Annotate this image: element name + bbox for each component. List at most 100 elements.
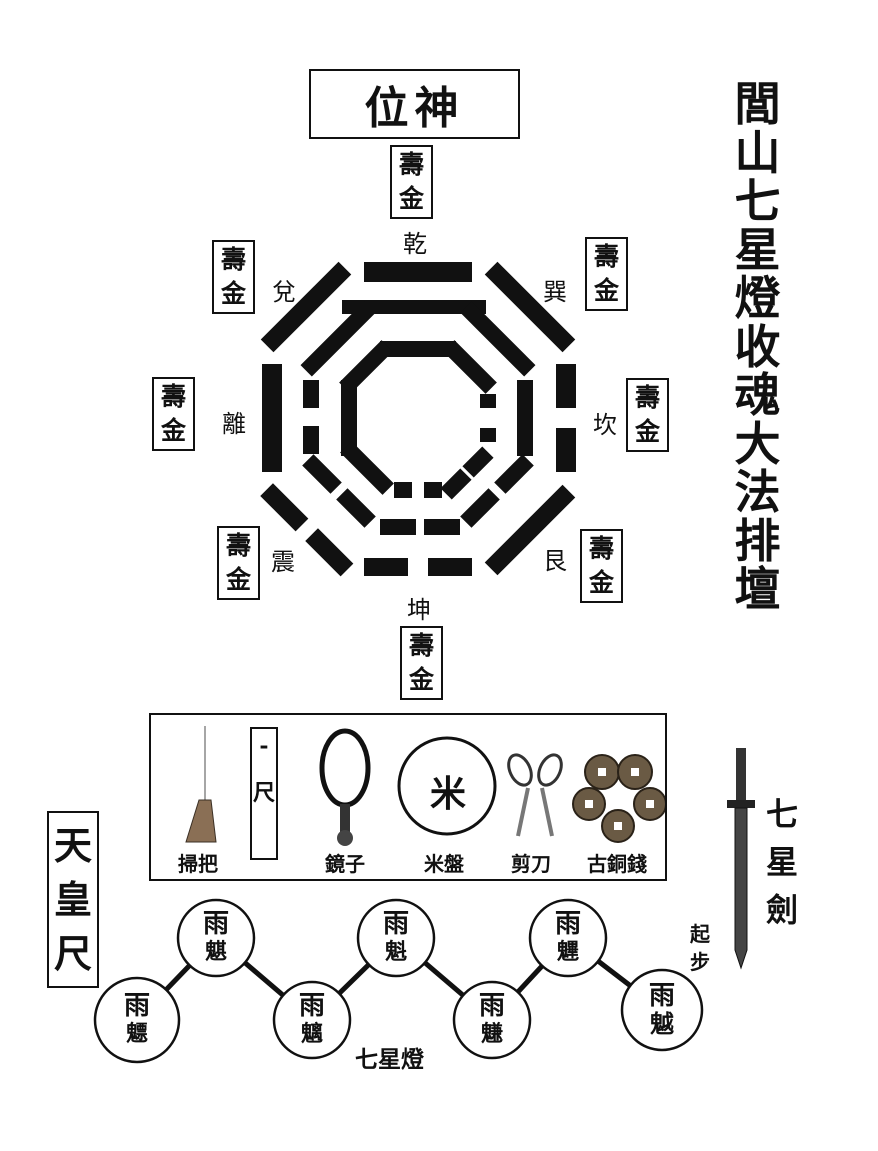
tag-char: 壽 xyxy=(634,383,660,412)
trigram-bar xyxy=(260,261,352,353)
shoujin-tag-bottom: 壽金 xyxy=(400,626,443,700)
seven-star-lamp-label: 七星燈 xyxy=(355,1046,424,1073)
trigram-bar xyxy=(428,558,472,576)
ritual-tools-box xyxy=(149,713,667,881)
lamp-top-char: 雨 xyxy=(298,991,325,1021)
shoujin-tag-zhen: 壽金 xyxy=(217,526,260,600)
trigram-label-dui: 兌 xyxy=(272,278,296,306)
title-text: 位神 xyxy=(364,83,465,134)
vertical-title-char: 七 xyxy=(734,174,781,228)
tag-char: 金 xyxy=(160,416,186,445)
trigram-bar xyxy=(424,482,442,498)
lamp-3: 雨 魑 xyxy=(292,992,332,1048)
lamp-ghost-char: 魒 xyxy=(125,1021,148,1047)
lamp-ghost-char: 魁 xyxy=(384,939,407,965)
tag-char: 金 xyxy=(225,565,251,594)
lamp-top-char: 雨 xyxy=(123,991,150,1021)
start-char: 起 xyxy=(690,922,710,946)
start-char: 步 xyxy=(690,950,710,974)
tianhuang-char: 尺 xyxy=(53,931,92,976)
scissors-icon xyxy=(507,753,563,837)
tag-char: 金 xyxy=(408,665,434,694)
lamp-ghost-char: 魑 xyxy=(300,1021,323,1047)
lamp-7: 雨 魆 xyxy=(642,982,682,1038)
trigram-label-xun: 巽 xyxy=(543,278,567,306)
tag-char: 壽 xyxy=(225,531,251,560)
trigram-bar xyxy=(424,519,460,535)
vertical-title-char: 大 xyxy=(734,416,781,471)
lamp-top-char: 雨 xyxy=(648,981,675,1011)
vertical-title-char: 收 xyxy=(734,319,781,374)
tag-char: 金 xyxy=(220,279,246,308)
lamp-top-char: 雨 xyxy=(382,909,409,939)
trigram-label-gen: 艮 xyxy=(543,547,567,575)
mirror-label: 鏡子 xyxy=(325,852,365,876)
trigram-bar xyxy=(517,380,533,456)
trigram-bar xyxy=(303,380,319,408)
trigram-bar xyxy=(556,428,576,472)
trigram-label-qian: 乾 xyxy=(403,230,427,258)
trigram-bar xyxy=(394,482,412,498)
rice-plate-label: 米盤 xyxy=(424,852,464,876)
vertical-title-char: 星 xyxy=(734,222,781,277)
ruler-char: 尺 xyxy=(252,780,275,806)
sword-label: 七 星 劍 xyxy=(760,790,804,934)
coin-holes xyxy=(585,768,654,830)
lamp-5: 雨 魐 xyxy=(472,992,512,1048)
tag-char: 壽 xyxy=(588,534,614,563)
lamp-1: 雨 魒 xyxy=(117,992,157,1048)
title-box: 位神 xyxy=(309,69,520,139)
sword-char: 七 xyxy=(765,795,798,833)
start-label: 起 步 xyxy=(688,920,712,976)
trigram-label-kan: 坎 xyxy=(593,411,617,439)
trigram-bar xyxy=(380,341,456,357)
trigram-bar xyxy=(303,426,319,454)
tag-char: 壽 xyxy=(160,382,186,411)
tag-char: 金 xyxy=(634,417,660,446)
trigram-label-kun: 坤 xyxy=(407,596,431,624)
lamp-ghost-char: 魆 xyxy=(650,1009,674,1038)
trigram-bar xyxy=(364,558,408,576)
vertical-title-char: 閭 xyxy=(734,77,781,131)
mirror-icon xyxy=(319,728,371,846)
coins-label: 古銅錢 xyxy=(587,852,647,876)
shoujin-tag-top: 壽金 xyxy=(390,145,433,219)
lamp-top-char: 雨 xyxy=(478,991,505,1021)
vertical-title-char: 山 xyxy=(734,125,781,180)
vertical-title-char: 魂 xyxy=(734,368,781,422)
trigram-bar xyxy=(262,364,282,472)
trigram-bar xyxy=(480,394,496,408)
broom-label: 掃把 xyxy=(178,852,218,876)
scissors-label: 剪刀 xyxy=(511,852,551,876)
lamp-ghost-char: 魌 xyxy=(204,939,227,965)
trigram-label-zhen: 震 xyxy=(271,548,295,576)
trigram-bar xyxy=(556,364,576,408)
shoujin-tag-kan: 壽金 xyxy=(626,378,669,452)
bagua-bars xyxy=(262,262,576,576)
tag-char: 壽 xyxy=(220,245,246,274)
ruler-mark: - xyxy=(259,733,269,759)
lamp-top-char: 雨 xyxy=(554,909,581,939)
lamp-4: 雨 魁 xyxy=(376,910,416,966)
trigram-bar xyxy=(480,428,496,442)
tag-char: 壽 xyxy=(408,631,434,660)
vertical-title-char: 排 xyxy=(734,513,781,568)
trigram-bar xyxy=(380,519,416,535)
tag-char: 金 xyxy=(588,568,614,597)
shoujin-tag-li: 壽金 xyxy=(152,377,195,451)
vertical-title-char: 燈 xyxy=(734,271,781,325)
tianhuang-char: 天 xyxy=(53,823,92,868)
trigram-bar xyxy=(341,380,357,456)
shoujin-tag-dui: 壽金 xyxy=(212,240,255,314)
vertical-title-char: 法 xyxy=(734,465,781,519)
tianhuang-ruler-box: 天 皇 尺 xyxy=(47,811,99,988)
sword-char: 星 xyxy=(765,843,798,881)
ruler-box: - 尺 xyxy=(250,727,278,860)
trigram-bar xyxy=(342,300,486,314)
rice-plate-icon xyxy=(397,736,497,836)
rice-char: 米 xyxy=(430,773,467,815)
tag-char: 金 xyxy=(398,184,424,213)
trigram-bar xyxy=(364,262,472,282)
sword-icon xyxy=(727,748,755,970)
